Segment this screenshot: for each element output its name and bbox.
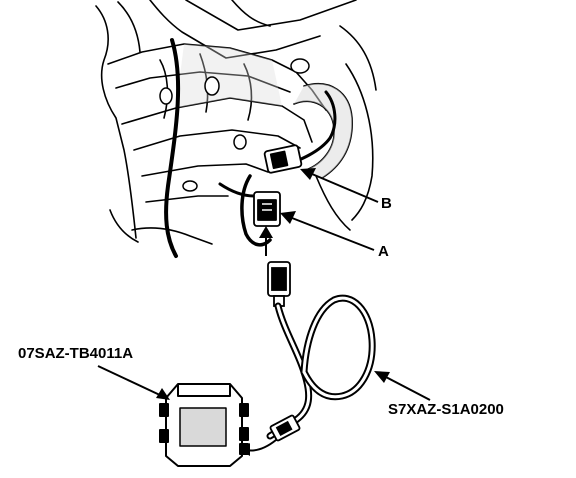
arrowhead-b <box>300 168 316 180</box>
connector-b <box>263 144 303 174</box>
leader-line-harness <box>383 375 431 401</box>
leader-arrowheads <box>156 168 390 400</box>
arrowhead-a <box>280 211 296 224</box>
callout-label-b: B <box>381 195 392 212</box>
tool-part-number-label: 07SAZ-TB4011A <box>18 345 134 362</box>
connect-arrow-up <box>259 226 273 256</box>
leader-lines <box>97 173 431 401</box>
test-harness-cable <box>266 294 376 440</box>
leader-line-a <box>291 217 375 251</box>
harness-tool-plug <box>269 414 301 442</box>
callout-label-a: A <box>378 243 389 260</box>
harness-plug <box>267 261 291 307</box>
vehicle-wire-harness <box>164 38 337 258</box>
fastener-details <box>159 58 310 192</box>
leader-line-tool <box>97 365 163 397</box>
leader-line-b <box>311 173 379 203</box>
arrowhead-harness <box>374 371 390 383</box>
dashboard-shading <box>176 44 353 178</box>
arrowhead-tool <box>156 388 170 400</box>
harness-part-number-label: S7XAZ-S1A0200 <box>388 401 504 418</box>
connector-a <box>253 191 281 227</box>
test-tool-box <box>159 383 249 467</box>
